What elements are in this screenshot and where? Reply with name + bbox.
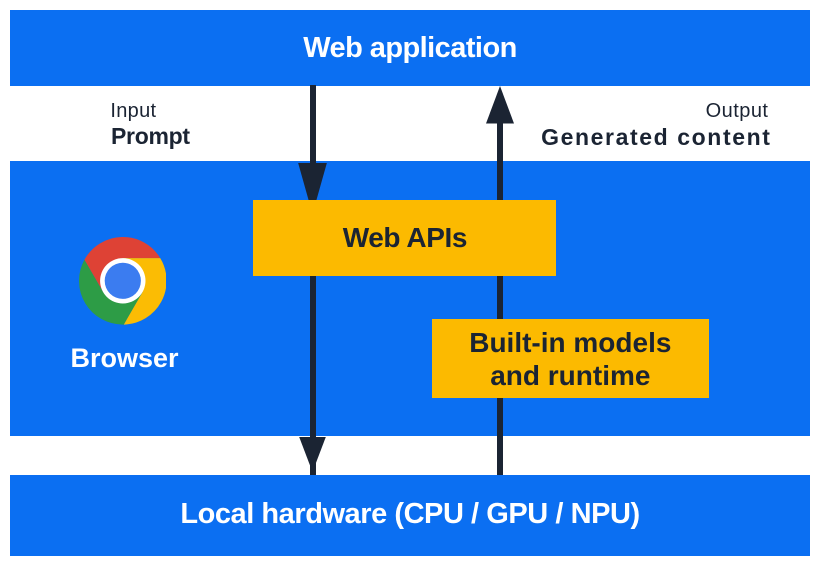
output-generated-content-label: Generated content <box>541 124 772 150</box>
web-application-band: Web application <box>10 10 810 86</box>
local-hardware-band: Local hardware (CPU / GPU / NPU) <box>10 474 810 556</box>
output-caption: Output <box>705 100 769 122</box>
local-hardware-label: Local hardware (CPU / GPU / NPU) <box>180 498 640 531</box>
input-caption: Input <box>110 100 157 122</box>
web-application-label: Web application <box>303 32 517 64</box>
output-arrow-head-to-web-application <box>486 86 514 124</box>
input-arrow-head-to-hardware <box>299 436 326 472</box>
chrome-browser-icon <box>78 237 167 325</box>
chrome-icon-blue-center <box>104 262 141 300</box>
browser-label: Browser <box>70 343 179 373</box>
input-prompt-label: Prompt <box>111 123 190 149</box>
output-arrow-line <box>497 122 503 475</box>
web-apis-box: Web APIs <box>253 200 557 276</box>
web-apis-label: Web APIs <box>342 221 468 253</box>
input-arrow-line <box>309 85 316 475</box>
